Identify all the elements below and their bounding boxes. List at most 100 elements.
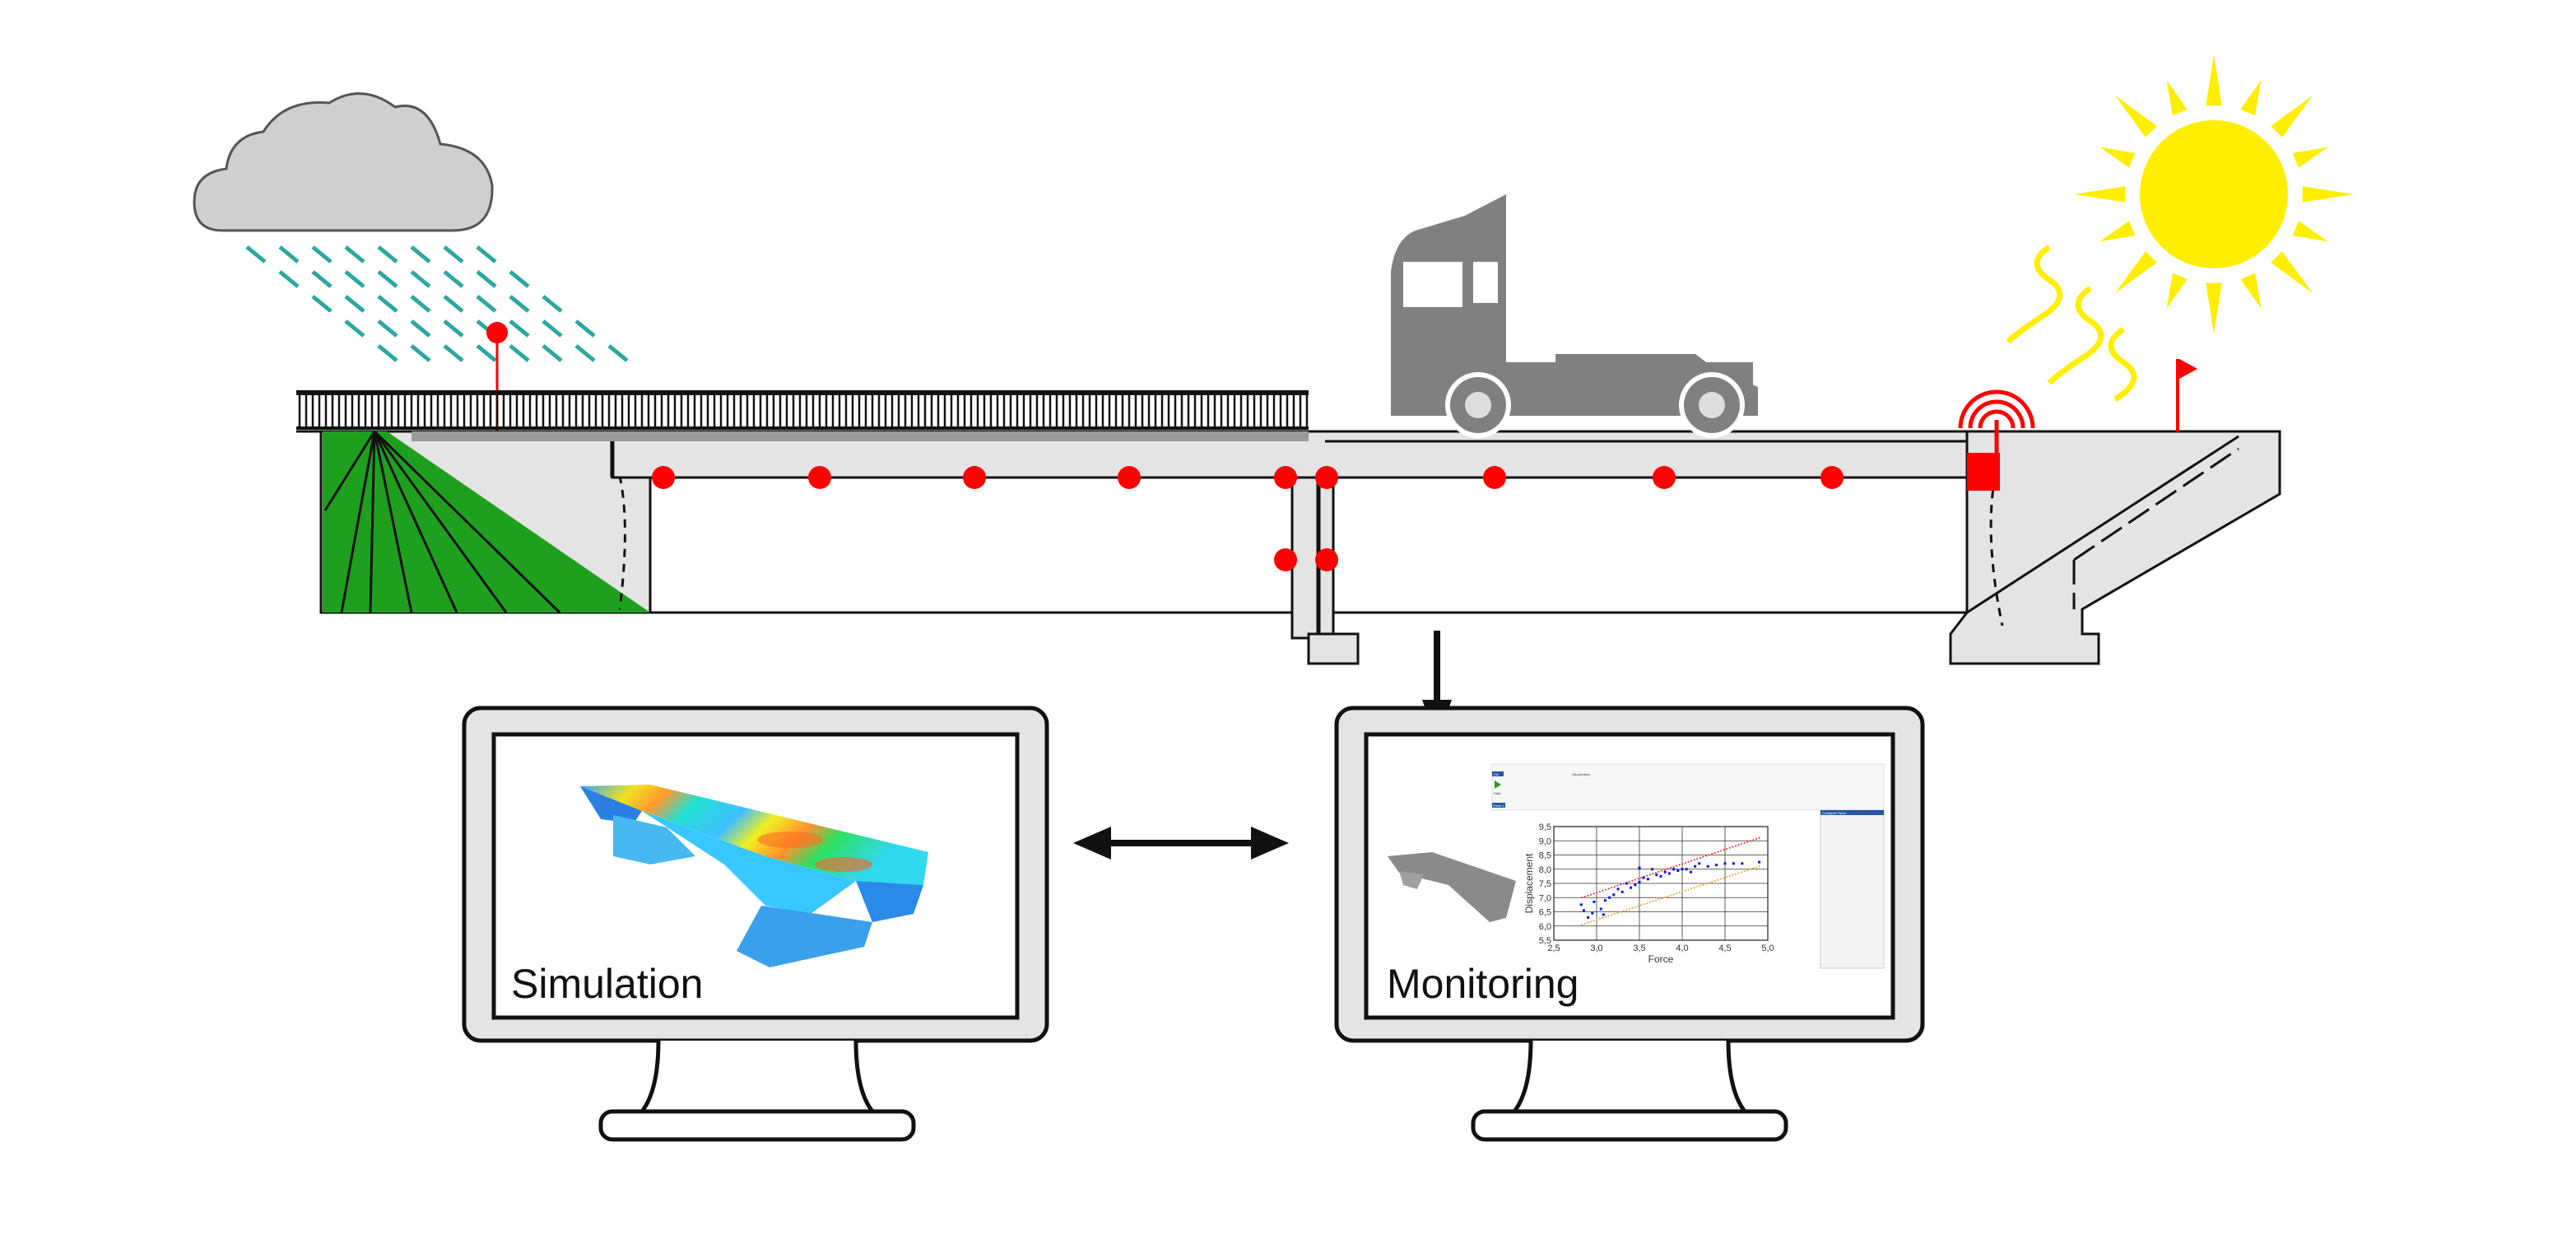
bridge-deck — [412, 430, 2002, 614]
data-point — [1638, 866, 1641, 869]
series-point — [1717, 878, 1719, 881]
sun-ray — [2206, 54, 2222, 106]
sun-icon — [2074, 54, 2354, 334]
series-point — [1741, 843, 1743, 846]
rain-drop — [443, 245, 464, 263]
data-point — [1685, 868, 1688, 871]
rain-drop — [344, 295, 365, 313]
series-point — [1583, 896, 1586, 898]
rain-drop — [311, 270, 332, 288]
series-point — [1690, 888, 1693, 890]
data-point — [1655, 874, 1658, 877]
series-point — [1758, 865, 1760, 868]
series-point — [1708, 882, 1710, 884]
panel-tab[interactable] — [1492, 803, 1505, 808]
data-point — [1681, 868, 1684, 871]
rain-drop — [443, 270, 464, 288]
data-point — [1758, 860, 1761, 864]
series-point — [1640, 904, 1643, 906]
data-point — [1582, 909, 1585, 912]
series-point — [1672, 893, 1675, 896]
visualization-tab[interactable]: Visualization — [1572, 772, 1590, 776]
rain-drop — [574, 319, 596, 338]
series-point — [1684, 861, 1686, 864]
series-point — [1708, 854, 1710, 856]
series-point — [1616, 911, 1619, 914]
rain-drop — [377, 319, 398, 338]
series-point — [1699, 884, 1701, 887]
data-point — [1694, 864, 1697, 868]
file-tab[interactable] — [1492, 771, 1504, 776]
left-abutment — [296, 430, 652, 614]
bridge-railing — [296, 390, 1309, 430]
y-tick-label: 9,5 — [1539, 822, 1551, 832]
series-point — [1728, 846, 1731, 849]
series-point — [1693, 887, 1695, 889]
series-point — [1755, 838, 1758, 841]
series-point — [1732, 846, 1734, 848]
rain-drop — [377, 245, 398, 263]
series-point — [1705, 855, 1708, 857]
series-point — [1755, 866, 1758, 869]
rain-drop — [377, 344, 398, 362]
series-point — [1749, 868, 1751, 870]
series-point — [1622, 883, 1625, 885]
series-point — [1655, 899, 1658, 902]
rain-drop — [344, 319, 365, 338]
data-point — [1741, 862, 1744, 865]
rain-drop — [443, 319, 464, 338]
rain-drop — [476, 344, 497, 362]
series-point — [1607, 915, 1610, 917]
x-tick-label: 4,5 — [1718, 943, 1731, 953]
monitoring-app-window: File Visualization Start Panel 1 Configu… — [1388, 763, 1885, 969]
series-point — [1743, 870, 1746, 873]
strain-sensor — [652, 466, 675, 489]
series-point — [1581, 897, 1583, 899]
series-point — [1587, 894, 1589, 897]
series-point — [1690, 860, 1693, 862]
strain-sensor — [1653, 466, 1676, 489]
series-point — [1684, 889, 1686, 892]
x-tick-label: 3,0 — [1590, 943, 1602, 953]
y-tick-label: 8,0 — [1539, 865, 1551, 875]
series-point — [1746, 841, 1749, 843]
flag-icon — [2176, 359, 2197, 431]
configure-panel — [1820, 809, 1885, 969]
rain-drop — [410, 344, 431, 362]
series-point — [1607, 888, 1610, 890]
series-point — [1667, 895, 1669, 897]
series-point — [1676, 864, 1678, 867]
series-point — [1658, 870, 1660, 873]
series-point — [1625, 909, 1628, 911]
series-point — [1713, 851, 1716, 854]
series-point — [1602, 889, 1604, 892]
data-point — [1612, 893, 1616, 897]
series-point — [1634, 878, 1636, 881]
rain-drop — [344, 270, 365, 288]
rain-drop — [377, 295, 398, 313]
rain-drop — [607, 344, 629, 362]
data-point — [1608, 896, 1611, 899]
data-point — [1616, 888, 1620, 891]
series-point — [1699, 856, 1701, 859]
y-tick-label: 7,0 — [1539, 893, 1551, 903]
rain-drop — [377, 270, 398, 288]
series-point — [1711, 881, 1713, 883]
data-point — [1732, 862, 1735, 865]
series-point — [1587, 921, 1589, 924]
rain-drop — [509, 344, 530, 362]
rain-drop — [476, 295, 497, 313]
x-tick-label: 4,0 — [1676, 943, 1688, 953]
series-point — [1593, 920, 1595, 922]
series-point — [1619, 911, 1621, 913]
sun-ray — [2166, 273, 2188, 309]
series-point — [1678, 892, 1681, 894]
series-point — [1676, 892, 1678, 895]
data-point — [1663, 870, 1667, 874]
series-point — [1717, 850, 1719, 853]
start-icon[interactable] — [1495, 780, 1501, 789]
series-point — [1611, 887, 1613, 889]
data-point — [1672, 868, 1676, 871]
svg-text:Configure Panel: Configure Panel — [1822, 811, 1846, 815]
data-point — [1706, 864, 1709, 868]
